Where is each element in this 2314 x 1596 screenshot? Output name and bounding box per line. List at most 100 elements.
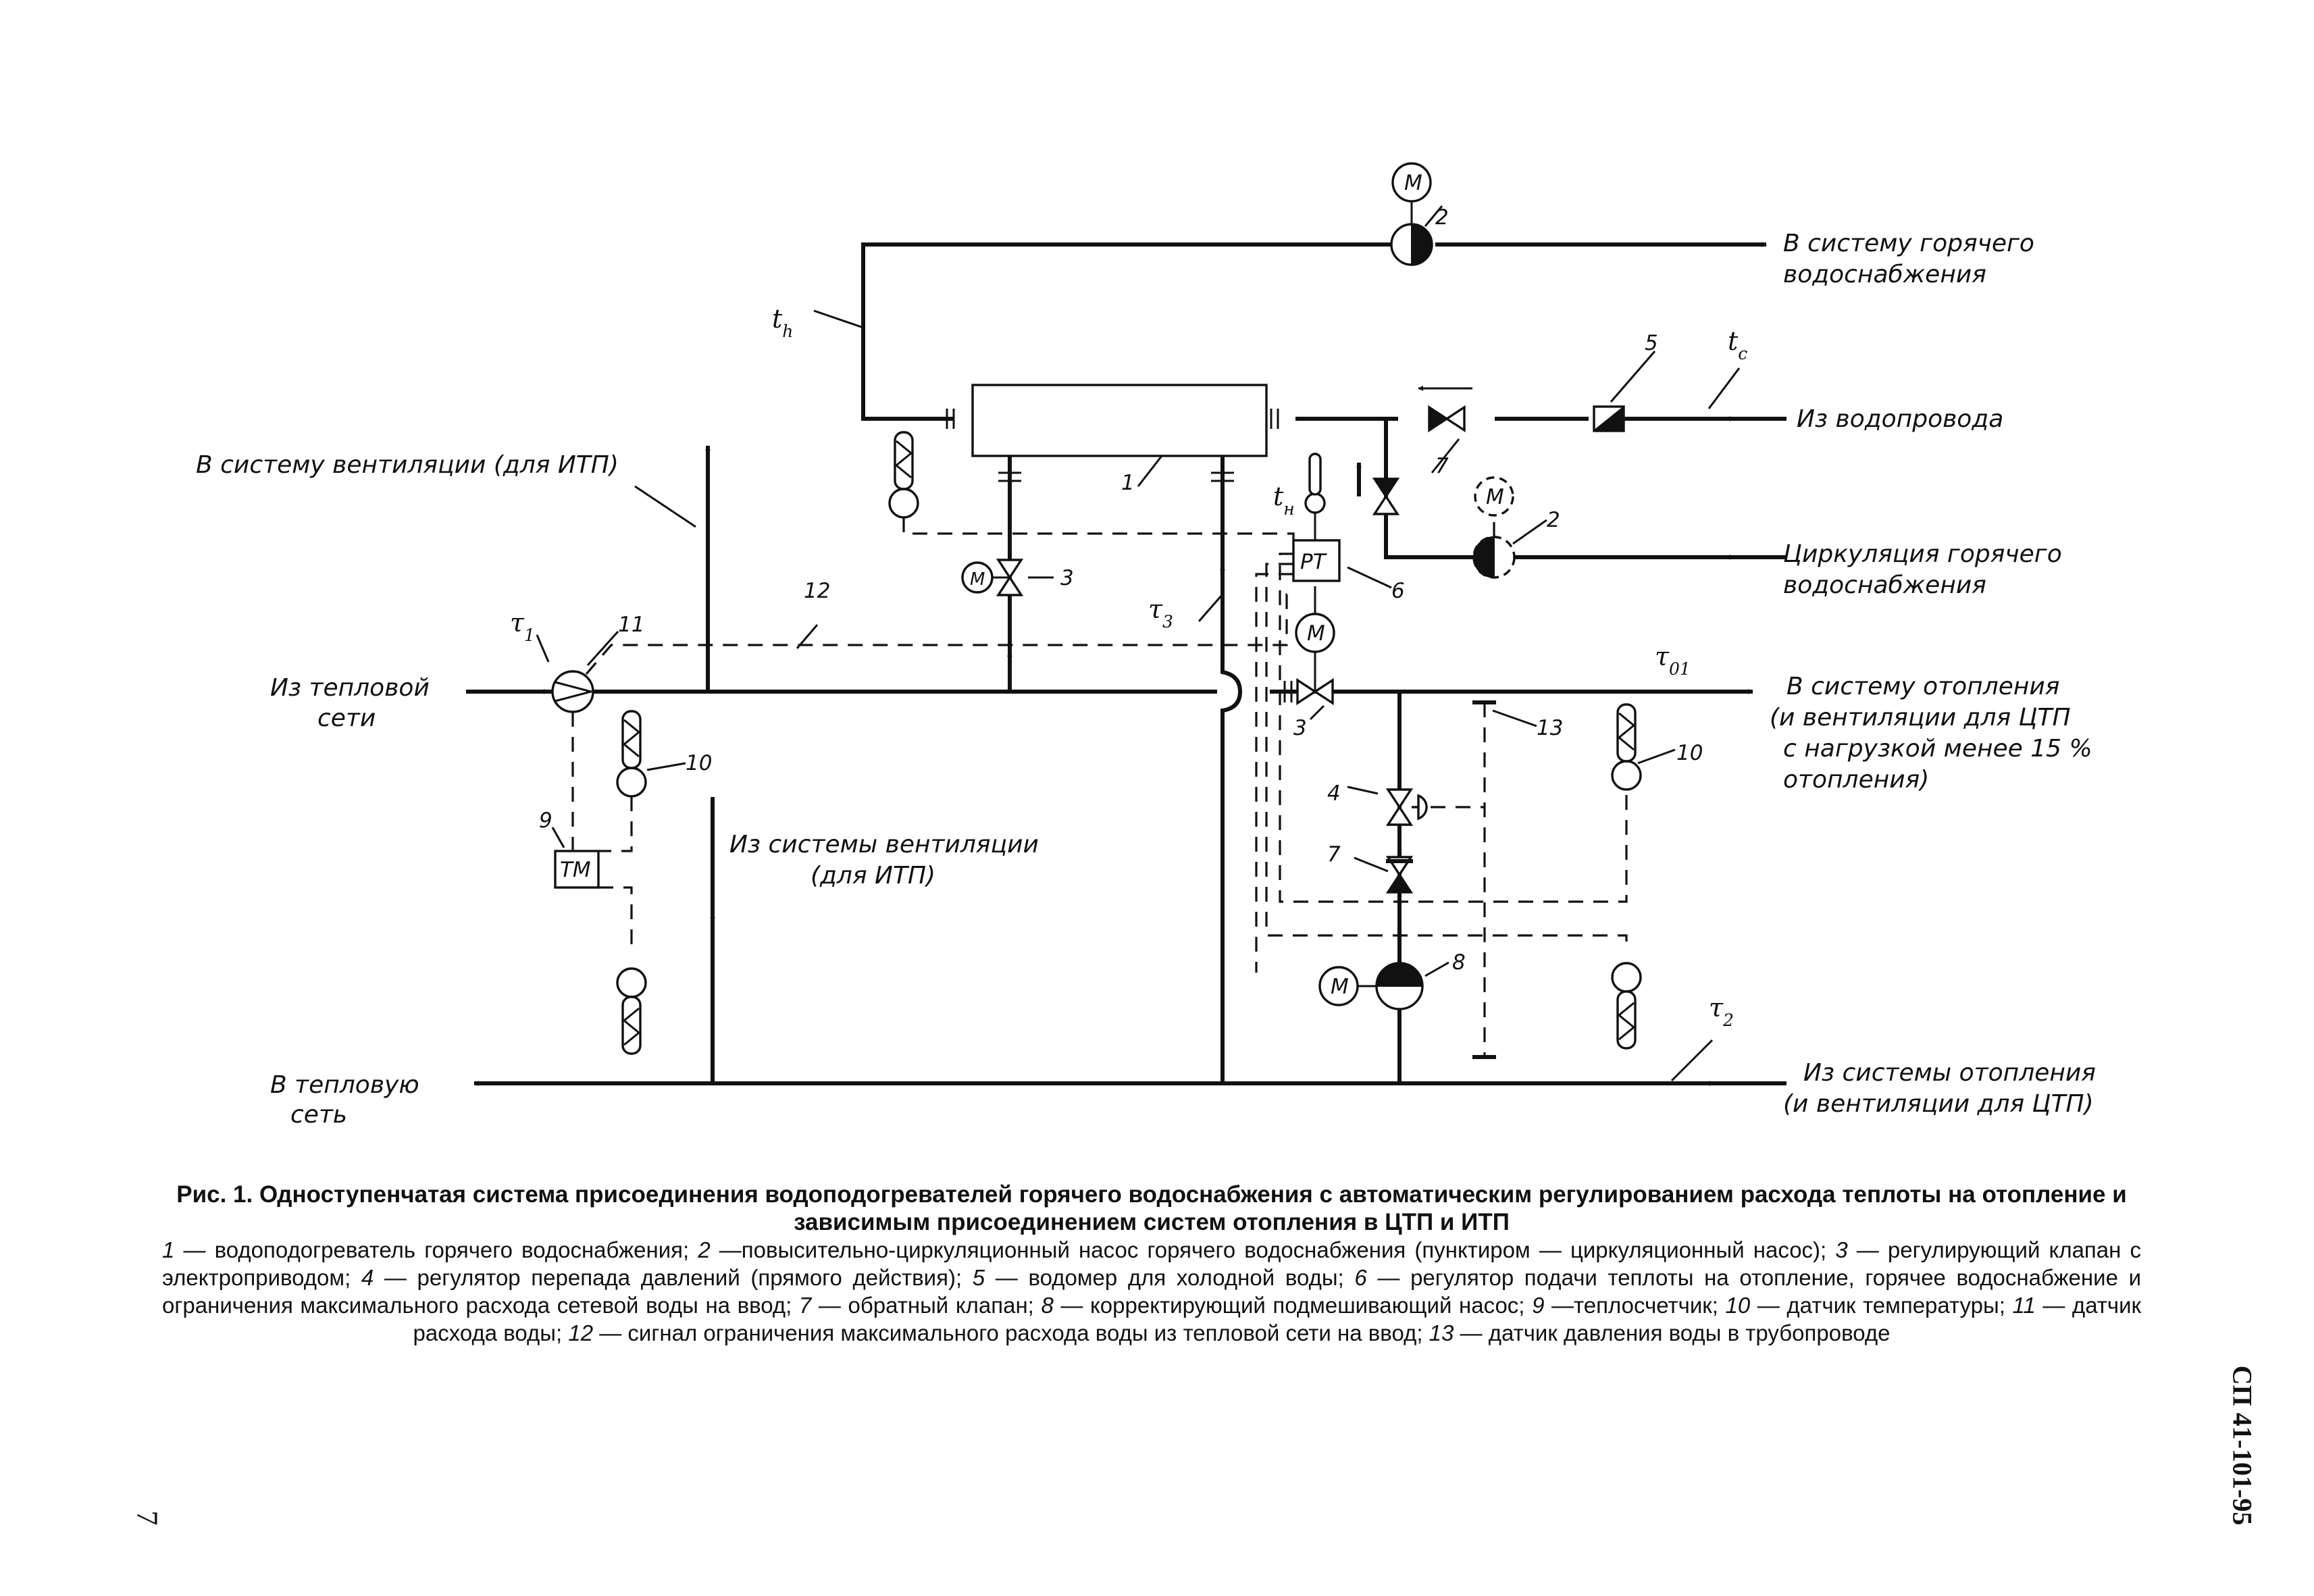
symbol-tau-1: τ1 — [510, 608, 535, 645]
num-10-left: 10 — [686, 751, 712, 775]
temperature-symbols: th tc tн τ1 τ3 τ01 τ2 — [510, 304, 1747, 1030]
temp-sensor-10-return — [616, 967, 647, 1055]
pressure-regulator-4 — [1387, 788, 1428, 826]
signal-line-12 — [585, 593, 1293, 675]
label-from-heat-network-1: Из тепловой — [270, 674, 430, 702]
circulation-vertical — [1384, 419, 1474, 559]
leader-lines — [536, 205, 1741, 1082]
num-13: 13 — [1537, 716, 1563, 740]
label-to-heat-network-1: В тепловую — [270, 1071, 419, 1099]
label-from-heating-2: (и вентиляции для ЦТП) — [1783, 1090, 2094, 1118]
motor-text: M — [1307, 621, 1325, 646]
legend-number: 8 — [1041, 1293, 1054, 1318]
num-8: 8 — [1452, 950, 1466, 975]
legend-number: 7 — [798, 1293, 812, 1318]
legend-text: — сигнал ограничения максимального расхо… — [593, 1320, 1429, 1345]
water-meter-5 — [1593, 405, 1625, 432]
caption-title: Рис. 1. Одноступенчатая система присоеди… — [176, 1181, 2127, 1235]
legend-number: 12 — [568, 1320, 594, 1345]
legend-text: — водоподогреватель горячего водоснабжен… — [174, 1237, 698, 1262]
control-valve-3-heater: M — [961, 559, 1023, 596]
figure-caption: Рис. 1. Одноступенчатая система присоеди… — [162, 1181, 2141, 1347]
heat-meter-9: ТМ — [554, 850, 600, 889]
num-5: 5 — [1645, 331, 1658, 355]
legend-number: 13 — [1429, 1320, 1454, 1345]
legend-text: — датчик температуры; — [1750, 1293, 2013, 1318]
num-4: 4 — [1327, 781, 1341, 806]
motor-text: M — [1486, 485, 1504, 509]
symbol-tau-01: τ01 — [1655, 642, 1691, 679]
legend-number: 3 — [1835, 1237, 1848, 1262]
label-to-heating-3: с нагрузкой менее 15 % — [1783, 735, 2092, 763]
legend-text: —теплосчетчик; — [1544, 1293, 1726, 1318]
legend-number: 2 — [698, 1237, 711, 1262]
symbol-t-c: tc — [1728, 326, 1747, 363]
legend-number: 6 — [1354, 1265, 1367, 1290]
motor-text: M — [970, 569, 985, 590]
temp-sensor-10-supply — [616, 710, 647, 798]
num-3-bottom: 3 — [1293, 716, 1307, 740]
check-valve-7-vertical — [1373, 478, 1399, 515]
check-valve-7-horizontal — [1428, 406, 1466, 432]
label-circulation-2: водоснабжения — [1783, 571, 1986, 599]
caption-legend: 1 — водоподогреватель горячего водоснабж… — [162, 1236, 2141, 1347]
temp-sensor-hot-water — [888, 431, 919, 519]
flow-labels: В систему горячего водоснабжения Из водо… — [196, 230, 2096, 1129]
legend-text: — регулятор перепада давлений (прямого д… — [374, 1265, 973, 1290]
symbol-t-h: th — [772, 304, 793, 341]
booster-pump-2: M — [1390, 162, 1433, 266]
legend-text: — регулятор подачи теплоты на отопление,… — [162, 1265, 2141, 1318]
label-to-heating-1: В систему отопления — [1786, 673, 2059, 700]
check-valve-7-bottom — [1386, 856, 1413, 894]
page-number: 7 — [130, 1510, 164, 1526]
label-from-heating-1: Из системы отопления — [1803, 1059, 2096, 1087]
label-from-heat-network-2: сети — [317, 704, 376, 732]
num-6: 6 — [1391, 579, 1405, 603]
legend-text: — корректирующий подмешивающий насос; — [1053, 1293, 1533, 1318]
label-to-heating-4: отопления) — [1783, 766, 1929, 794]
regulator-text: РТ — [1300, 550, 1327, 574]
num-12: 12 — [804, 579, 830, 603]
label-to-ventilation: В систему вентиляции (для ИТП) — [196, 451, 619, 479]
item-numbers: 1 2 2 3 3 4 5 6 7 7 8 9 10 10 11 12 13 — [539, 205, 1703, 975]
regulator-6: РТ — [1292, 539, 1341, 582]
num-11: 11 — [618, 613, 644, 637]
legend-number: 11 — [2012, 1293, 2036, 1318]
mixing-pump-8: M — [1318, 962, 1424, 1010]
num-1: 1 — [1121, 471, 1135, 495]
standard-code-text: СП 41-101-95 — [2227, 1365, 2258, 1526]
label-to-heat-network-2: сеть — [290, 1101, 347, 1129]
pressure-sensor-13 — [1472, 700, 1496, 1059]
num-7-top: 7 — [1435, 454, 1449, 478]
legend-text: — регулирующий клапан с электроприводом; — [162, 1237, 2141, 1290]
label-to-heating-2: (и вентиляции для ЦТП — [1770, 704, 2071, 731]
temp-sensor-10-heating — [1611, 703, 1642, 791]
symbol-tau-2: τ2 — [1709, 993, 1734, 1030]
symbol-t-n: tн — [1273, 482, 1295, 519]
num-3-top: 3 — [1060, 566, 1074, 590]
legend-text: — датчик расхода воды; — [413, 1293, 2141, 1345]
legend-number: 1 — [162, 1237, 175, 1262]
control-valve-3-heating: M — [1295, 586, 1335, 704]
signal-lines — [571, 517, 1628, 973]
legend-text: —повысительно-циркуляционный насос горяч… — [710, 1237, 1836, 1262]
num-10-right: 10 — [1676, 741, 1703, 765]
flanges — [946, 409, 1293, 702]
label-from-water-main: Из водопровода — [1797, 405, 2003, 433]
standard-code: СП 41-101-95 — [2226, 1358, 2259, 1533]
num-7-bottom: 7 — [1327, 842, 1341, 867]
temp-sensor-10-heating-return — [1611, 962, 1642, 1050]
legend-text: — водомер для холодной воды; — [985, 1265, 1355, 1290]
label-from-ventilation-1: Из системы вентиляции — [729, 831, 1039, 858]
num-2-top: 2 — [1435, 205, 1449, 230]
heater-outlet-pipe — [1220, 432, 1243, 1083]
label-to-hot-water-2: водоснабжения — [1783, 261, 1986, 288]
outdoor-sensor — [1304, 453, 1326, 540]
legend-number: 5 — [972, 1265, 985, 1290]
label-to-hot-water-1: В систему горячего — [1783, 230, 2034, 257]
label-circulation-1: Циркуляция горячего — [1783, 540, 2062, 568]
legend-number: 10 — [1725, 1293, 1751, 1318]
motor-text: M — [1404, 171, 1422, 195]
legend-text: — обратный клапан; — [811, 1293, 1042, 1318]
num-9: 9 — [539, 808, 552, 833]
